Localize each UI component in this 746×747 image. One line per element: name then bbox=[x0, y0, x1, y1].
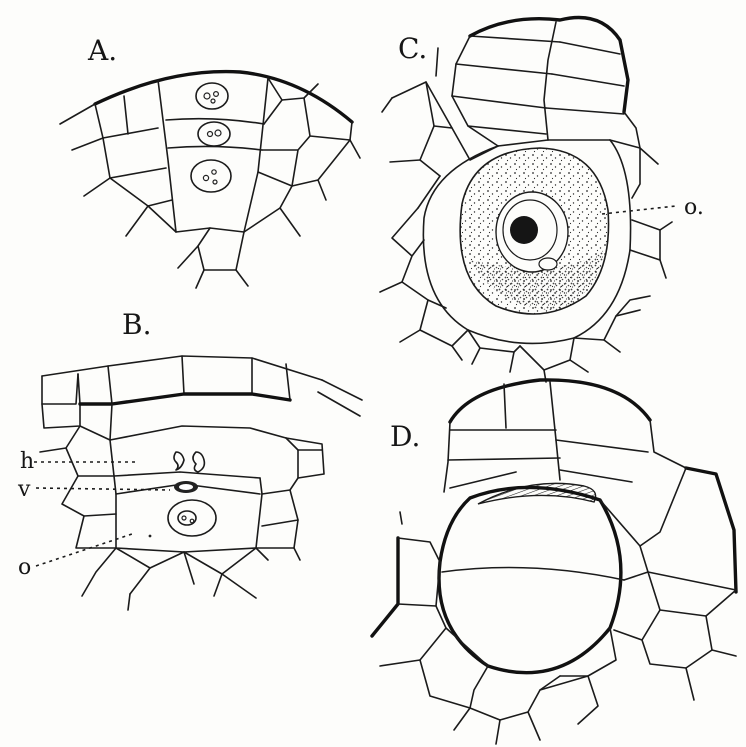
panel-c-label: C. bbox=[398, 32, 427, 65]
panel-b-o-nucleus bbox=[149, 500, 216, 537]
panel-a: A. bbox=[60, 34, 360, 288]
callout-o-c-label: o. bbox=[684, 195, 704, 220]
callout-o-label: o bbox=[18, 555, 31, 580]
panel-a-label: A. bbox=[87, 34, 117, 67]
panel-d-label: D. bbox=[390, 420, 420, 453]
panel-c-nucleolus bbox=[510, 216, 538, 244]
panel-d-embryo-division bbox=[442, 568, 624, 581]
callout-h-label: h bbox=[20, 449, 34, 474]
callout-o-c-line bbox=[602, 206, 676, 214]
panel-d-embryo bbox=[439, 487, 621, 672]
panel-c-neck-top bbox=[470, 18, 628, 113]
panel-a-axial-row bbox=[158, 78, 268, 232]
panel-b-label: B. bbox=[122, 308, 151, 341]
panel-a-epidermis bbox=[95, 72, 352, 122]
callout-o-line bbox=[36, 534, 132, 566]
panel-c: C. bbox=[380, 18, 704, 383]
panel-a-cross-wall-2 bbox=[168, 146, 262, 150]
panel-b-h-nucleus bbox=[174, 452, 204, 472]
panel-a-nuclei bbox=[191, 83, 231, 192]
panel-b: B. bbox=[17, 308, 362, 610]
panel-d: D. bbox=[372, 380, 736, 744]
callout-v-label: v bbox=[17, 477, 31, 502]
